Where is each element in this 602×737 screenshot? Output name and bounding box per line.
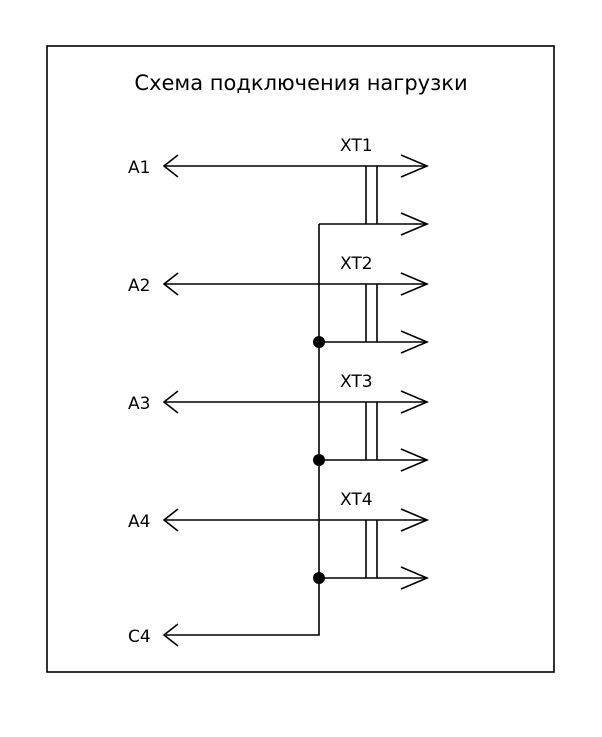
input-left-arrowhead — [162, 272, 179, 296]
input-label: A2 — [128, 276, 150, 296]
channel-1: A1 XT1 — [128, 136, 430, 236]
input-right-arrowhead — [400, 390, 430, 414]
diagram-frame — [46, 45, 555, 673]
output-arrowhead — [400, 330, 430, 354]
terminal-label: XT4 — [340, 490, 373, 510]
channel-2: A2 XT2 — [128, 254, 430, 354]
input-right-arrowhead — [400, 508, 430, 532]
input-label: A3 — [128, 394, 150, 414]
input-label: A4 — [128, 512, 150, 532]
input-left-arrowhead — [162, 390, 179, 414]
common-line: C4 — [128, 224, 320, 647]
input-right-arrowhead — [400, 154, 430, 178]
common-arrowhead — [162, 623, 179, 647]
terminal-label: XT2 — [340, 254, 373, 274]
input-left-arrowhead — [162, 154, 179, 178]
common-label: C4 — [128, 627, 151, 647]
output-arrowhead — [400, 566, 430, 590]
diagram-title: Схема подключения нагрузки — [134, 71, 467, 95]
common-bus-wire — [166, 224, 320, 636]
input-right-arrowhead — [400, 272, 430, 296]
output-arrowhead — [400, 448, 430, 472]
input-label: A1 — [128, 158, 150, 178]
terminal-label: XT3 — [340, 372, 373, 392]
channel-3: A3 XT3 — [128, 372, 430, 472]
output-arrowhead — [400, 212, 430, 236]
terminal-label: XT1 — [340, 136, 373, 156]
input-left-arrowhead — [162, 508, 179, 532]
